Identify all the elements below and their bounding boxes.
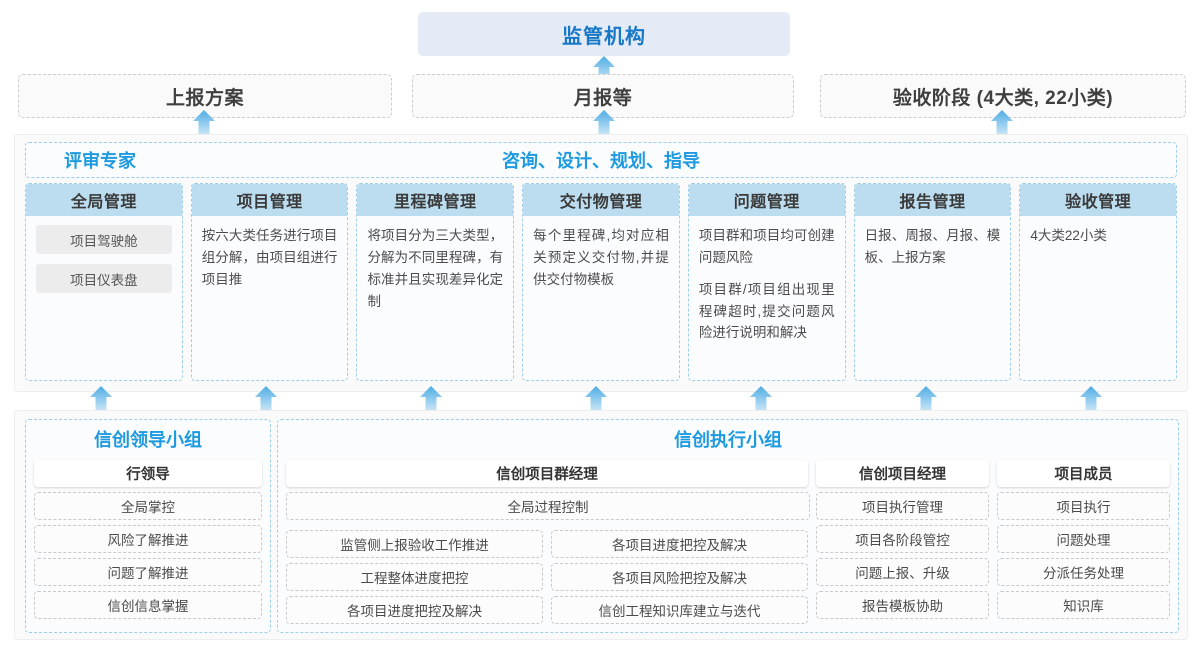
role-title[interactable]: 项目成员 <box>997 460 1170 487</box>
capability-column-deliverable[interactable]: 交付物管理 每个里程碑,均对应相关预定义交付物,并提供交付物模板 <box>522 183 680 381</box>
task-item[interactable]: 项目执行 <box>997 492 1170 520</box>
task-item[interactable]: 信创工程知识库建立与迭代 <box>551 596 808 624</box>
task-item[interactable]: 项目执行管理 <box>816 492 989 520</box>
task-item[interactable]: 知识库 <box>997 591 1170 619</box>
arrow-to-column-acceptance <box>1080 386 1102 412</box>
execution-group-title: 信创执行小组 <box>674 430 782 450</box>
column-title: 项目管理 <box>191 184 348 216</box>
task-item[interactable]: 报告模板协助 <box>816 591 989 619</box>
column-body: 将项目分为三大类型，分解为不同里程碑，有标准并且实现差异化定制 <box>357 216 513 380</box>
task-item[interactable]: 全局过程控制 <box>286 492 810 520</box>
task-item[interactable]: 信创信息掌握 <box>34 591 262 619</box>
role-column-program-manager: 信创项目群经理 全局过程控制 监管侧上报验收工作推进 工程整体进度把控 各项目进… <box>286 460 810 624</box>
column-title: 问题管理 <box>688 184 845 216</box>
arrow-to-column-project <box>255 386 277 412</box>
role-title[interactable]: 信创项目群经理 <box>286 460 808 487</box>
arrow-to-column-deliverable <box>585 386 607 412</box>
column-body: 项目驾驶舱 项目仪表盘 <box>26 216 182 380</box>
column-title: 验收管理 <box>1020 184 1177 216</box>
column-body: 4大类22小类 <box>1020 216 1176 380</box>
platform-header-bar: 评审专家 咨询、设计、规划、指导 <box>25 142 1177 178</box>
capability-column-global[interactable]: 全局管理 项目驾驶舱 项目仪表盘 <box>25 183 183 381</box>
task-item[interactable]: 各项目风险把控及解决 <box>551 563 808 591</box>
platform-panel: 评审专家 咨询、设计、规划、指导 全局管理 项目驾驶舱 项目仪表盘 项目管理 按… <box>14 134 1188 392</box>
task-item[interactable]: 风险了解推进 <box>34 525 262 553</box>
column-body: 按六大类任务进行项目组分解，由项目组进行项目推 <box>192 216 348 380</box>
role-title[interactable]: 信创项目经理 <box>816 460 989 487</box>
capability-column-acceptance[interactable]: 验收管理 4大类22小类 <box>1019 183 1178 381</box>
column-paragraph: 按六大类任务进行项目组分解，由项目组进行项目推 <box>201 228 338 287</box>
execution-group: 信创执行小组 信创项目群经理 全局过程控制 监管侧上报验收工作推进 工程整体进度… <box>277 419 1179 633</box>
role-title[interactable]: 行领导 <box>34 460 262 487</box>
capability-column-milestone[interactable]: 里程碑管理 将项目分为三大类型，分解为不同里程碑，有标准并且实现差异化定制 <box>356 183 515 381</box>
capability-column-report[interactable]: 报告管理 日报、周报、月报、模板、上报方案 <box>853 183 1012 381</box>
arrow-to-column-milestone <box>420 386 442 412</box>
column-paragraph: 4大类22小类 <box>1030 228 1107 243</box>
task-item[interactable]: 分派任务处理 <box>997 558 1170 586</box>
task-item[interactable]: 监管侧上报验收工作推进 <box>286 530 543 558</box>
column-paragraph: 日报、周报、月报、模板、上报方案 <box>864 228 1001 265</box>
column-body: 每个里程碑,均对应相关预定义交付物,并提供交付物模板 <box>523 216 679 380</box>
report-label: 上报方案 <box>165 87 244 109</box>
leadership-role-columns: 行领导 全局掌控 风险了解推进 问题了解推进 信创信息掌握 <box>34 460 262 624</box>
chip-item[interactable]: 项目驾驶舱 <box>36 225 172 254</box>
capability-column-project[interactable]: 项目管理 按六大类任务进行项目组分解，由项目组进行项目推 <box>190 183 349 381</box>
arrow-to-column-global <box>90 386 112 412</box>
arrow-to-report-acceptance <box>991 110 1013 136</box>
column-body: 日报、周报、月报、模板、上报方案 <box>855 216 1011 380</box>
capability-columns: 全局管理 项目驾驶舱 项目仪表盘 项目管理 按六大类任务进行项目组分解，由项目组… <box>25 183 1178 381</box>
task-item[interactable]: 全局掌控 <box>34 492 262 520</box>
column-paragraph: 将项目分为三大类型，分解为不同里程碑，有标准并且实现差异化定制 <box>367 228 504 309</box>
leadership-group: 信创领导小组 行领导 全局掌控 风险了解推进 问题了解推进 信创信息掌握 <box>25 419 271 633</box>
chip-item[interactable]: 项目仪表盘 <box>36 264 172 293</box>
regulator-label: 监管机构 <box>562 25 646 48</box>
task-item[interactable]: 工程整体进度把控 <box>286 563 543 591</box>
task-item[interactable]: 各项目进度把控及解决 <box>286 596 543 624</box>
task-item[interactable]: 项目各阶段管控 <box>816 525 989 553</box>
role-column-bank-leader: 行领导 全局掌控 风险了解推进 问题了解推进 信创信息掌握 <box>34 460 262 624</box>
column-title: 报告管理 <box>854 184 1011 216</box>
program-manager-task-grid: 监管侧上报验收工作推进 工程整体进度把控 各项目进度把控及解决 各项目进度把控及… <box>286 530 808 624</box>
task-item[interactable]: 问题上报、升级 <box>816 558 989 586</box>
column-paragraph: 项目群/项目组出现里程碑超时,提交问题风险进行说明和解决 <box>698 281 835 341</box>
regulator-box[interactable]: 监管机构 <box>418 12 790 56</box>
role-column-project-manager: 信创项目经理 项目执行管理 项目各阶段管控 问题上报、升级 报告模板协助 <box>816 460 989 624</box>
arrow-to-report-plan <box>193 110 215 136</box>
organization-panel: 信创领导小组 行领导 全局掌控 风险了解推进 问题了解推进 信创信息掌握 信创执… <box>14 410 1188 640</box>
column-title: 交付物管理 <box>523 184 679 216</box>
execution-role-columns: 信创项目群经理 全局过程控制 监管侧上报验收工作推进 工程整体进度把控 各项目进… <box>286 460 1170 624</box>
report-box-monthly[interactable]: 月报等 <box>412 74 794 118</box>
report-label: 月报等 <box>573 87 633 109</box>
role-column-project-member: 项目成员 项目执行 问题处理 分派任务处理 知识库 <box>997 460 1170 624</box>
top-row: 监管机构 <box>0 12 1200 56</box>
program-manager-tasks-left: 监管侧上报验收工作推进 工程整体进度把控 各项目进度把控及解决 <box>286 530 543 624</box>
capability-column-issue[interactable]: 问题管理 项目群和项目均可创建问题风险 项目群/项目组出现里程碑超时,提交问题风… <box>687 183 846 381</box>
review-expert-label: 评审专家 <box>64 151 136 171</box>
column-paragraph: 每个里程碑,均对应相关预定义交付物,并提供交付物模板 <box>533 228 669 287</box>
arrow-to-report-monthly <box>593 110 615 136</box>
task-item[interactable]: 问题了解推进 <box>34 558 262 586</box>
consulting-scope-label: 咨询、设计、规划、指导 <box>502 151 700 171</box>
arrow-to-column-issue <box>750 386 772 412</box>
report-label: 验收阶段 (4大类, 22小类) <box>892 87 1114 109</box>
column-body: 项目群和项目均可创建问题风险 项目群/项目组出现里程碑超时,提交问题风险进行说明… <box>689 216 845 380</box>
arrow-to-column-report <box>915 386 937 412</box>
task-item[interactable]: 问题处理 <box>997 525 1170 553</box>
column-title: 里程碑管理 <box>357 184 514 216</box>
leadership-group-title: 信创领导小组 <box>94 430 202 450</box>
column-title: 全局管理 <box>26 184 182 216</box>
program-manager-tasks-right: 各项目进度把控及解决 各项目风险把控及解决 信创工程知识库建立与迭代 <box>551 530 808 624</box>
column-paragraph: 项目群和项目均可创建问题风险 <box>698 228 835 265</box>
task-item[interactable]: 各项目进度把控及解决 <box>551 530 808 558</box>
